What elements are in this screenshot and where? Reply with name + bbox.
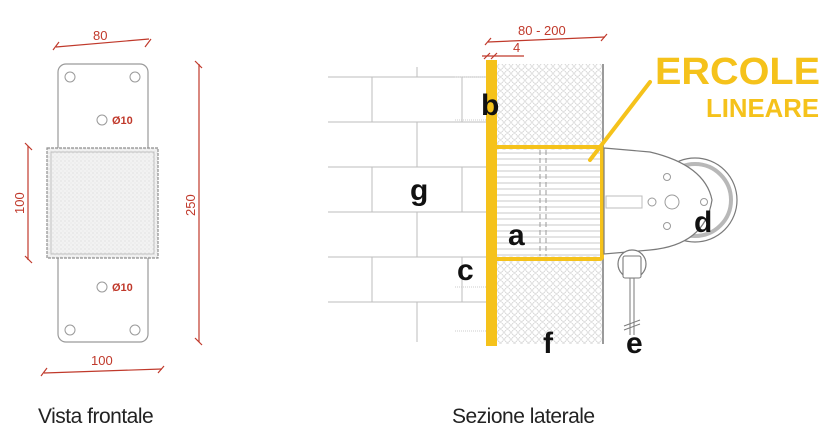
back-plate	[486, 60, 497, 346]
bracket-block	[497, 150, 600, 256]
front-view: Ø10 Ø10 80 100 100 250	[12, 28, 203, 377]
label-g: g	[410, 174, 428, 207]
side-section-caption: Sezione laterale	[452, 405, 595, 428]
hole-icon	[96, 281, 108, 293]
brand-name: ERCOLE	[655, 51, 820, 93]
label-f: f	[543, 327, 554, 360]
hole-diameter-top: Ø10	[112, 115, 133, 127]
brand-subtitle: LINEARE	[706, 93, 819, 123]
hole-icon	[64, 71, 76, 83]
dim-depth: 80 - 200	[518, 23, 566, 38]
label-b: b	[481, 89, 499, 122]
dim-bottom-width: 100	[91, 353, 113, 368]
dim-top-width: 80	[93, 28, 107, 43]
callout-line	[588, 80, 652, 162]
hole-icon	[129, 324, 141, 336]
hole-icon	[129, 71, 141, 83]
hole-icon	[96, 114, 108, 126]
front-view-caption: Vista frontale	[38, 405, 154, 428]
pulley-housing	[603, 147, 713, 255]
dim-right-height: 250	[183, 194, 198, 216]
label-c: c	[457, 254, 474, 287]
label-a: a	[508, 219, 525, 252]
side-section: 80 - 200 4 b g a c d f e ERCOLE LINEARE	[328, 23, 820, 360]
dim-plate: 4	[513, 40, 520, 55]
hole-icon	[64, 324, 76, 336]
dim-left-height: 100	[12, 192, 27, 214]
hole-diameter-bottom: Ø10	[112, 282, 133, 294]
label-d: d	[694, 206, 712, 239]
brick-wall	[328, 67, 488, 342]
insulation-block	[46, 147, 159, 259]
label-e: e	[626, 327, 643, 360]
